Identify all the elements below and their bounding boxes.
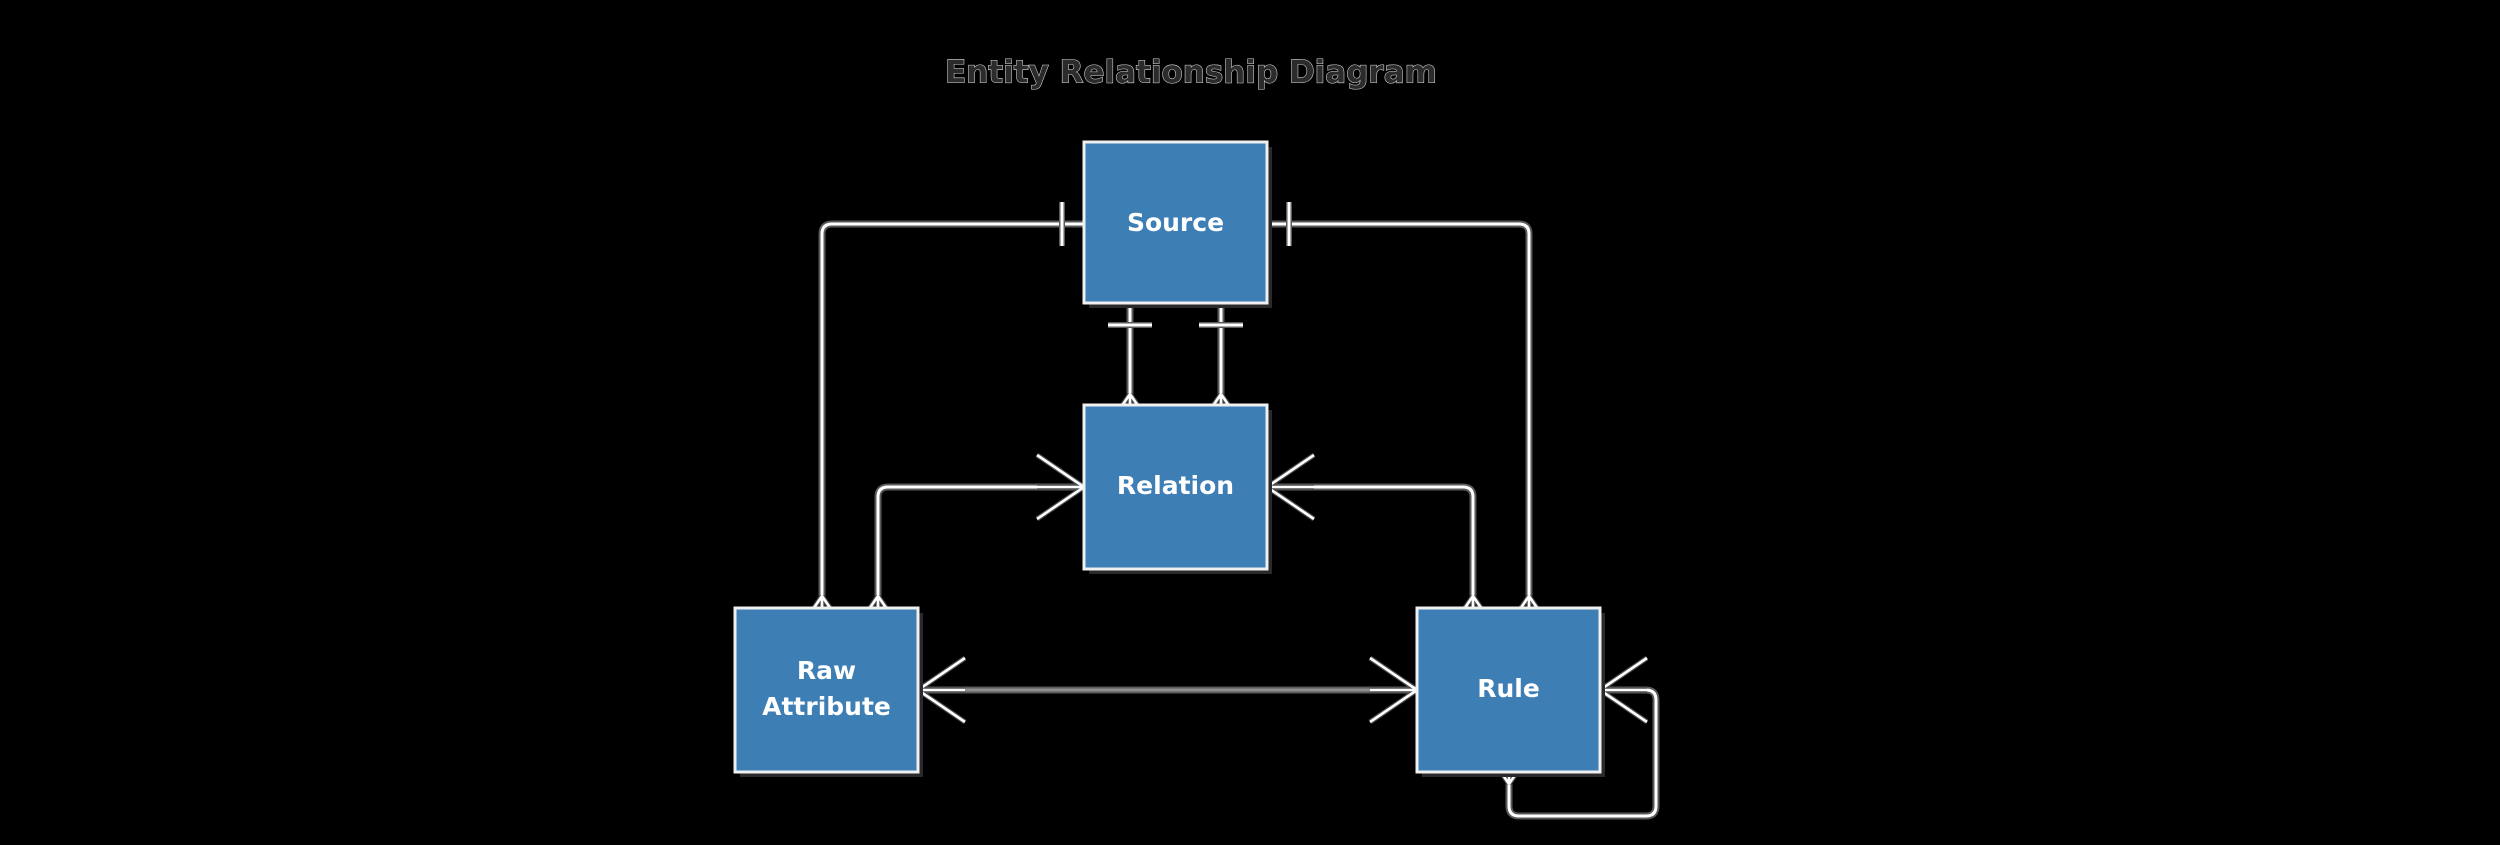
page-title: Entity Relationship Diagram <box>945 55 1437 91</box>
entity-relation-label: Relation <box>1117 471 1234 500</box>
entity-raw-attribute[interactable]: Raw Attribute <box>733 606 923 777</box>
connector-rule-self-loop <box>1507 688 1658 818</box>
crowsfoot-relation-right <box>1266 453 1315 521</box>
connector-relation-raw-attribute <box>876 485 1084 596</box>
entity-source-label: Source <box>1127 208 1224 237</box>
entity-relation[interactable]: Relation <box>1082 403 1272 574</box>
entity-rule-label: Rule <box>1477 674 1540 703</box>
connector-lines <box>820 222 1658 818</box>
cardinality-one-markers <box>1060 202 1291 327</box>
entity-source-box[interactable] <box>1082 140 1269 305</box>
connector-relation-rule <box>1267 485 1475 596</box>
entity-relation-box[interactable] <box>1082 403 1269 571</box>
crowsfoot-rule-right <box>1599 656 1648 724</box>
connector-source-rule <box>1267 222 1531 596</box>
entity-source[interactable]: Source <box>1082 140 1272 308</box>
connector-source-raw-attribute <box>820 222 1084 596</box>
entity-raw-attribute-label-line1: Raw <box>797 656 856 685</box>
entity-raw-attribute-box[interactable] <box>733 606 920 774</box>
entity-raw-attribute-label-line2: Attribute <box>762 692 891 721</box>
crowsfoot-raw-attribute-right <box>917 656 966 724</box>
entity-rule-box[interactable] <box>1415 606 1602 774</box>
crowsfoot-rule-left <box>1369 656 1418 724</box>
crowsfoot-relation-left <box>1036 453 1085 521</box>
entity-rule[interactable]: Rule <box>1415 606 1605 777</box>
